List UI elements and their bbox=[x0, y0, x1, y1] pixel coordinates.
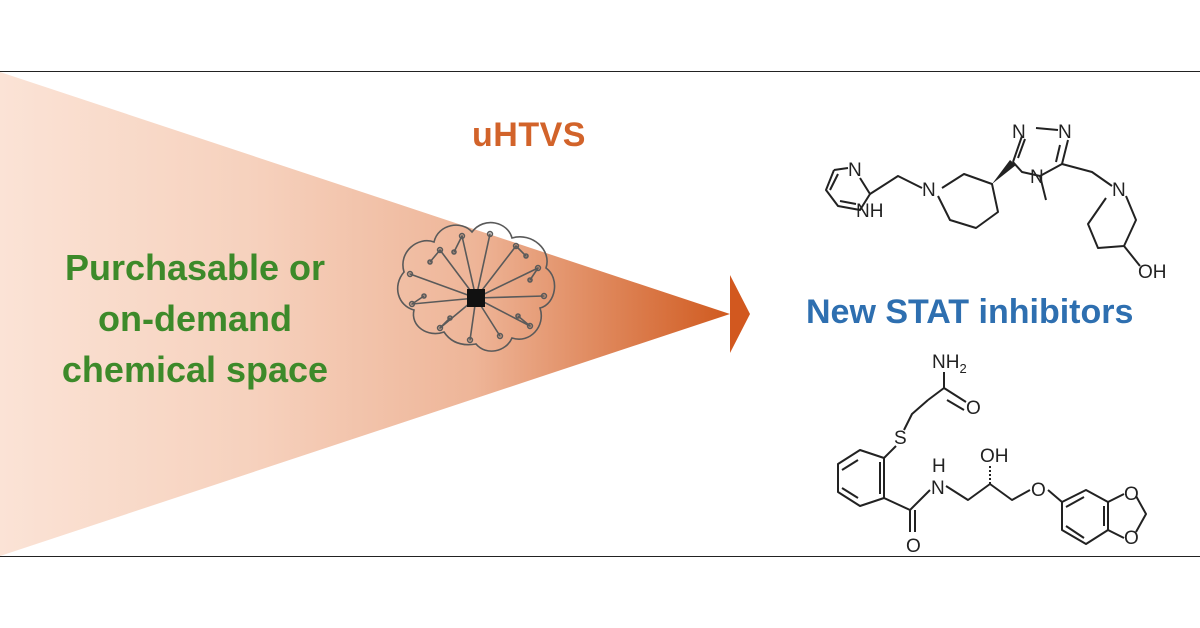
atom-label: OH bbox=[1138, 262, 1167, 283]
result-label: New STAT inhibitors bbox=[806, 293, 1134, 331]
atom-label: NH2 bbox=[932, 352, 967, 376]
atom-label: O bbox=[966, 398, 981, 419]
atom-label: H bbox=[932, 456, 946, 477]
brain-circuit-icon bbox=[396, 221, 556, 352]
atom-label: O bbox=[906, 536, 921, 557]
molecule-1-bonds bbox=[825, 127, 1141, 267]
atom-label: O bbox=[1031, 480, 1046, 501]
molecule-1-atoms: N NH N N N N N OH bbox=[848, 122, 1167, 283]
top-divider bbox=[0, 71, 1200, 72]
chemical-space-label: Purchasable or on-demand chemical space bbox=[61, 247, 329, 390]
atom-label: N bbox=[1058, 122, 1072, 143]
atom-label: O bbox=[1124, 528, 1139, 549]
arrow-head-icon bbox=[730, 275, 750, 353]
bottom-divider bbox=[0, 556, 1200, 557]
atom-label: N bbox=[931, 478, 945, 499]
molecule-2-bonds bbox=[837, 372, 1147, 545]
atom-label: N bbox=[1030, 167, 1044, 188]
atom-label: OH bbox=[980, 446, 1009, 467]
atom-label: N bbox=[848, 160, 862, 181]
chemical-space-wedge bbox=[0, 72, 730, 556]
atom-label: NH bbox=[856, 201, 883, 222]
atom-label: S bbox=[894, 428, 907, 449]
atom-label: N bbox=[1012, 122, 1026, 143]
atom-label: N bbox=[1112, 180, 1126, 201]
atom-label: N bbox=[922, 180, 936, 201]
chip-icon bbox=[467, 289, 485, 307]
method-label: uHTVS bbox=[472, 116, 586, 154]
molecule-2-atoms: NH2 O S H N O OH O O O bbox=[894, 352, 1139, 557]
atom-label: O bbox=[1124, 484, 1139, 505]
